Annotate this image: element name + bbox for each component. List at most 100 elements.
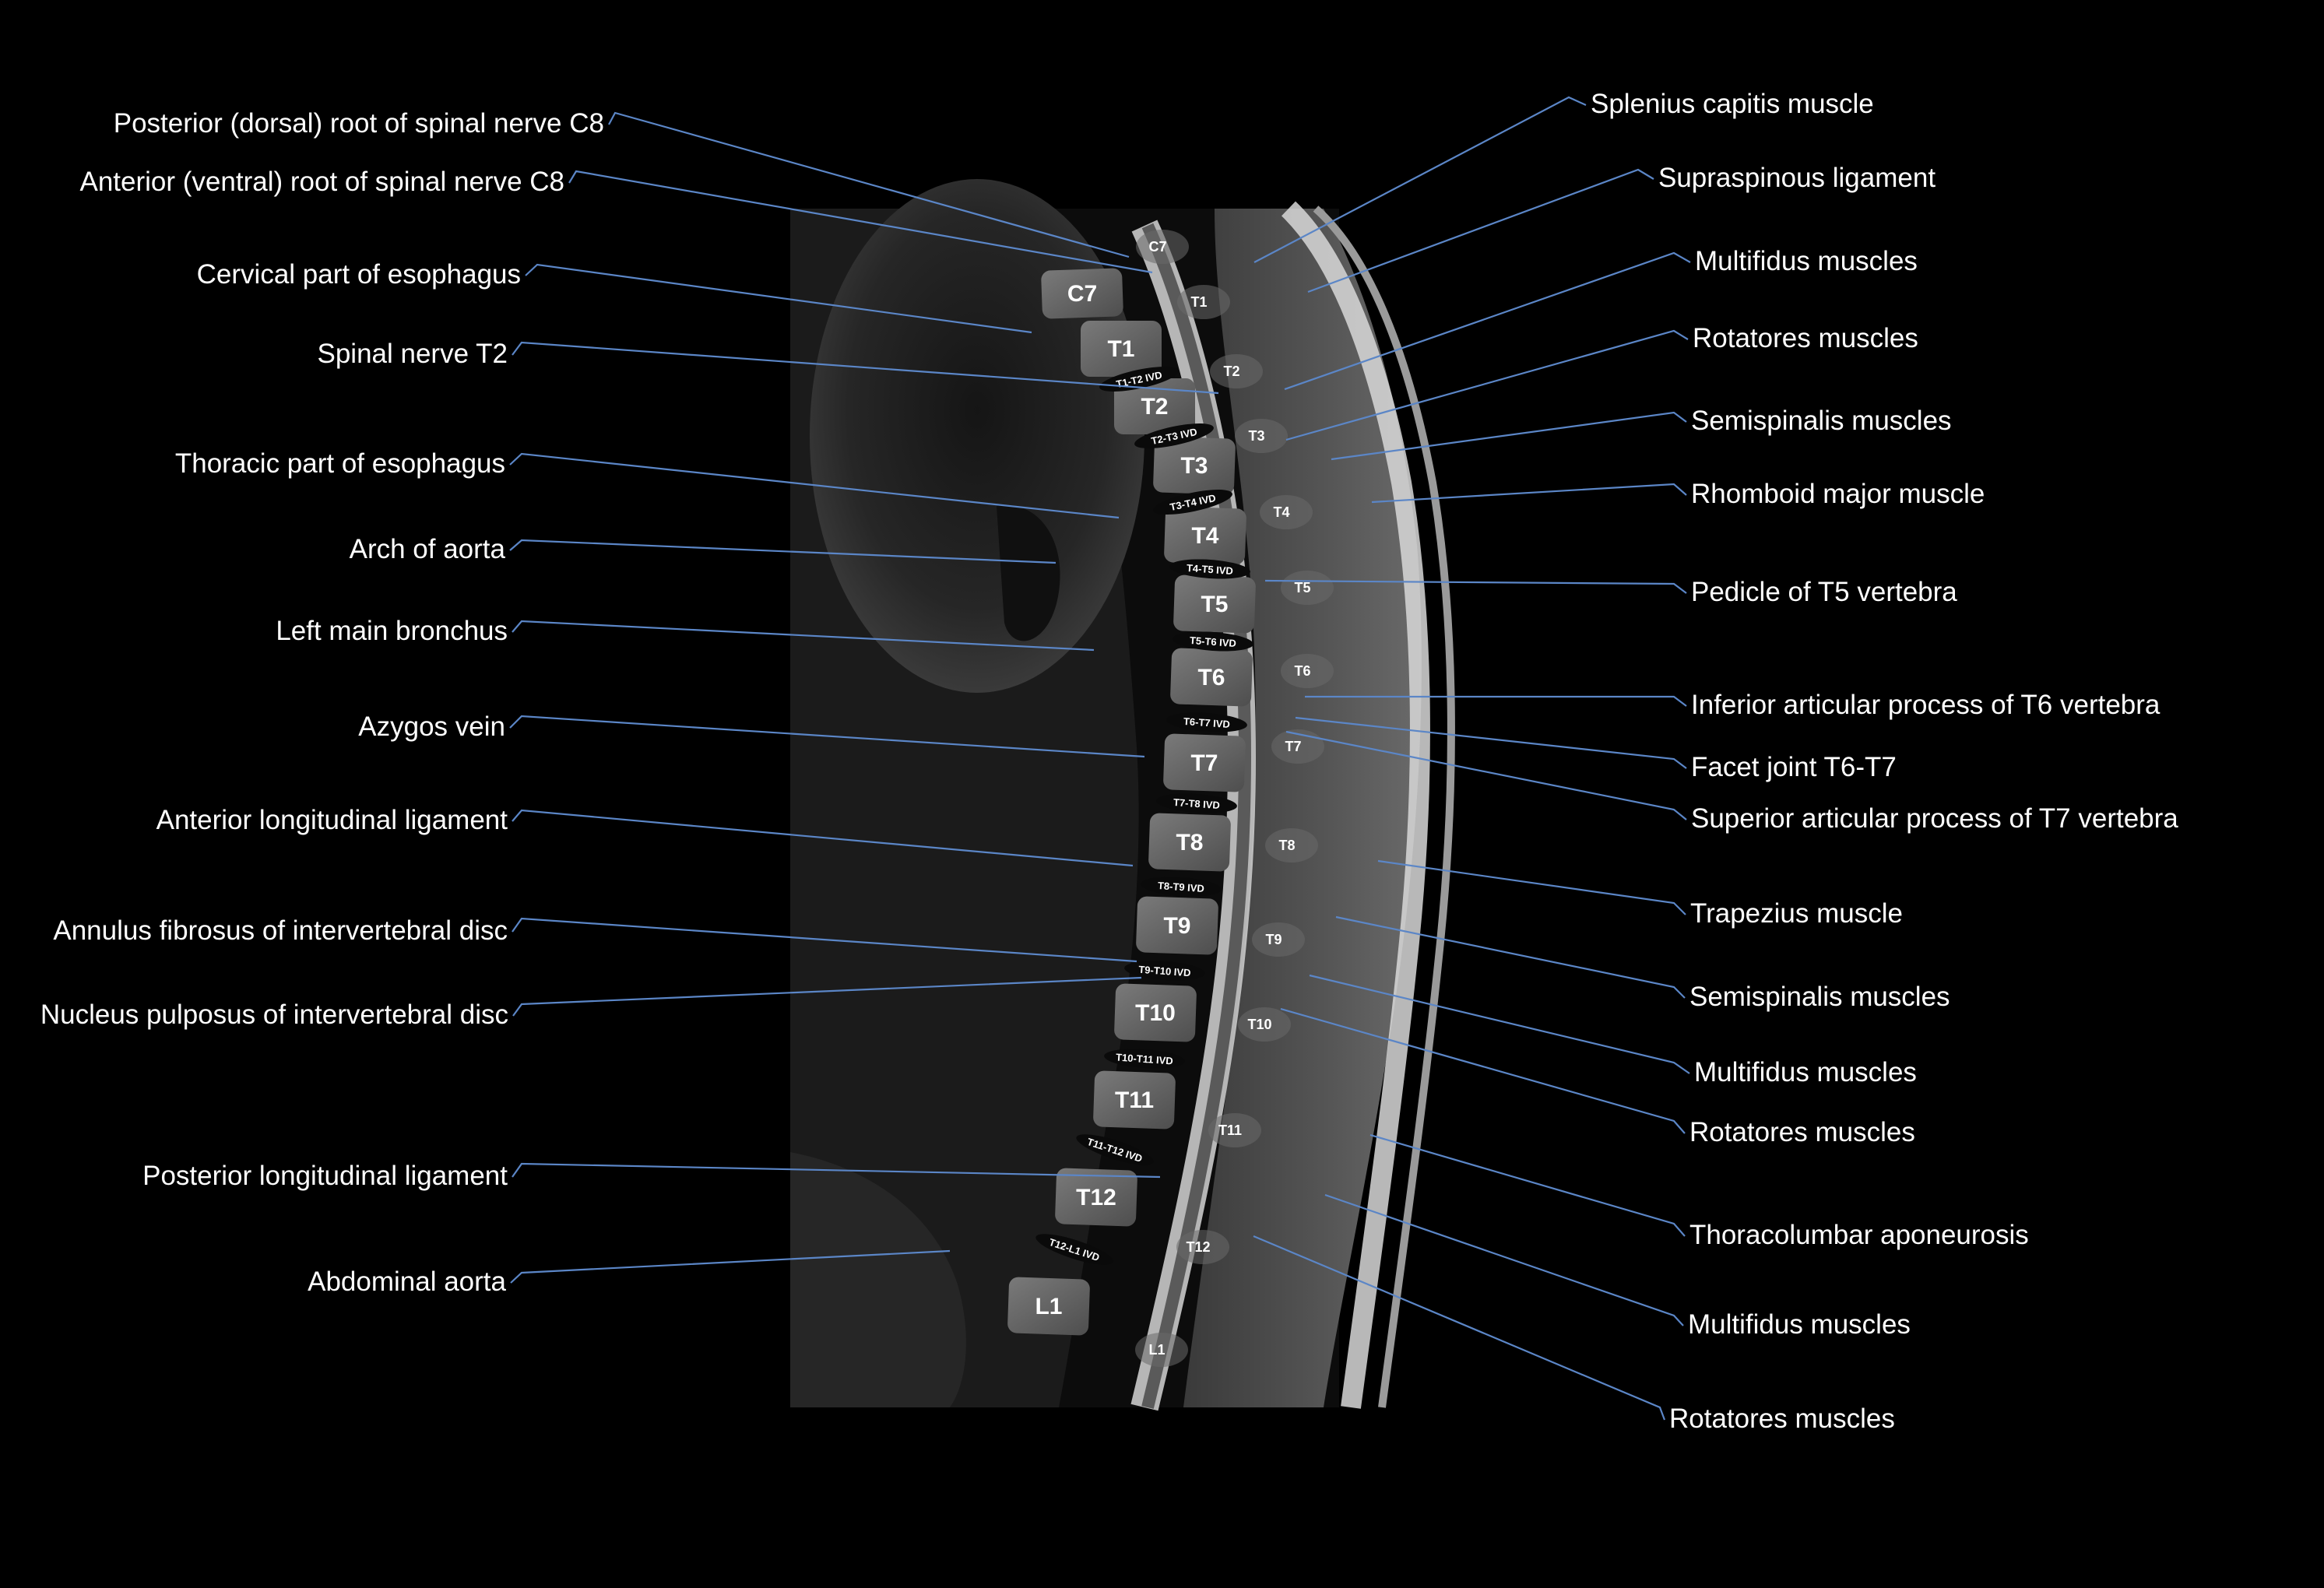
intervertebral-disc	[1153, 490, 1232, 515]
vertebral-body	[1170, 648, 1253, 707]
structure-label: Superior articular process of T7 vertebr…	[1691, 803, 2178, 834]
vertebral-body-label: T6	[1197, 665, 1225, 690]
structure-label: Rotatores muscles	[1693, 323, 1918, 353]
intervertebral-disc	[1134, 423, 1214, 448]
leader-line	[1264, 579, 1687, 594]
spinous-process	[1271, 729, 1324, 764]
spinous-process-label: T9	[1265, 932, 1282, 947]
leader-line	[509, 539, 1057, 564]
skin-line	[1313, 206, 1455, 1408]
spinal-cord	[1141, 223, 1251, 1409]
intervertebral-disc	[1156, 793, 1237, 813]
spinous-process	[1136, 230, 1189, 264]
spinous-process-label: T11	[1218, 1122, 1242, 1138]
aortic-arch-shadow	[997, 504, 1060, 641]
vertebral-body	[1114, 983, 1197, 1042]
spinous-process	[1235, 419, 1288, 453]
vertebral-body	[1148, 813, 1231, 872]
structure-label: Rotatores muscles	[1689, 1117, 1915, 1147]
vertebral-body	[1163, 733, 1246, 792]
structure-label: Left main bronchus	[276, 616, 508, 646]
vertebral-body-label: T7	[1190, 750, 1218, 776]
spinous-process	[1176, 1230, 1229, 1264]
structure-label: Multifidus muscles	[1695, 246, 1918, 276]
structure-label: Arch of aorta	[350, 534, 506, 564]
structure-label: Splenius capitis muscle	[1591, 89, 1874, 119]
structure-label: Posterior longitudinal ligament	[142, 1161, 508, 1191]
leader-line	[509, 452, 1120, 519]
leader-line	[1295, 716, 1687, 769]
vertebral-body	[1007, 1277, 1090, 1336]
vertebral-body	[1081, 321, 1162, 377]
spinous-process	[1135, 1333, 1188, 1367]
vertebral-body	[1093, 1070, 1176, 1130]
spinous-process-label: T7	[1285, 739, 1301, 754]
leader-line	[512, 976, 1142, 1017]
vertebral-body-label: T1	[1107, 336, 1134, 362]
structure-label: Semispinalis muscles	[1689, 982, 1950, 1012]
spinous-process-label: C7	[1148, 239, 1166, 255]
structure-label: Nucleus pulposus of intervertebral disc	[40, 1000, 508, 1030]
vertebral-body	[1173, 574, 1256, 634]
structure-label: Anterior (ventral) root of spinal nerve …	[80, 167, 565, 197]
structure-label: Posterior (dorsal) root of spinal nerve …	[114, 108, 604, 139]
structure-label: Spinal nerve T2	[317, 339, 508, 369]
leader-line	[1309, 974, 1690, 1074]
leader-line	[1335, 915, 1686, 999]
spinous-process	[1177, 285, 1230, 319]
left-label-column: Posterior (dorsal) root of spinal nerve …	[40, 108, 604, 1297]
vertebral-body-label: T9	[1163, 913, 1190, 939]
disc-label: T8-T9 IVD	[1158, 880, 1205, 894]
structure-label: Annulus fibrosus of intervertebral disc	[53, 915, 508, 946]
abdominal-region	[790, 1152, 966, 1407]
leader-line	[608, 111, 1130, 258]
disc-label: T9-T10 IVD	[1138, 964, 1191, 979]
leader-line	[512, 917, 1137, 963]
vertebral-body-label: T8	[1176, 830, 1203, 855]
spinous-process	[1265, 828, 1318, 863]
spinous-process	[1252, 922, 1305, 957]
spinous-process-label: T12	[1186, 1239, 1210, 1255]
structure-label: Cervical part of esophagus	[197, 259, 521, 290]
structure-label: Facet joint T6-T7	[1691, 752, 1897, 782]
spinous-process-label: L1	[1148, 1342, 1165, 1358]
leader-lines	[509, 96, 1691, 1421]
spinous-process-label: T1	[1190, 294, 1207, 310]
vertebral-body-label: T3	[1180, 453, 1208, 479]
vertebral-body-label: T11	[1115, 1087, 1154, 1113]
spinous-process-label: T10	[1247, 1017, 1271, 1032]
intervertebral-disc	[1076, 1134, 1154, 1165]
leader-line	[512, 1162, 1161, 1179]
spinous-process	[1260, 495, 1313, 529]
leader-line	[525, 263, 1032, 334]
intervertebral-disc	[1166, 712, 1247, 733]
disc-label: T7-T8 IVD	[1173, 796, 1221, 811]
spinous-process	[1281, 571, 1334, 605]
structure-label: Inferior articular process of T6 vertebr…	[1691, 690, 2161, 720]
structure-label: Rhomboid major muscle	[1691, 479, 1985, 509]
structure-label: Anterior longitudinal ligament	[156, 805, 508, 835]
leader-line	[1324, 1193, 1684, 1326]
leader-line	[1307, 168, 1654, 293]
leader-line	[1284, 251, 1691, 391]
structure-label: Pedicle of T5 vertebra	[1691, 577, 1957, 607]
spinous-process	[1210, 354, 1263, 388]
vertebral-body	[1055, 1168, 1137, 1227]
intervertebral-disc	[1173, 631, 1253, 652]
leader-line	[1331, 411, 1687, 461]
spinous-process-label: T8	[1278, 838, 1295, 853]
intervertebral-disc	[1035, 1234, 1113, 1265]
spinous-process-label: T2	[1223, 364, 1239, 379]
spinous-process	[1208, 1113, 1261, 1147]
disc-label: T10-T11 IVD	[1116, 1051, 1174, 1066]
vertebral-body	[1164, 506, 1246, 565]
intervertebral-disc	[1104, 1049, 1185, 1069]
spinous-process	[1238, 1007, 1291, 1042]
vertebral-body-label: T5	[1201, 592, 1228, 617]
spinous-process-label: T3	[1248, 428, 1264, 444]
vertebral-body-label: T4	[1191, 523, 1218, 549]
subcutaneous-fat	[1281, 201, 1430, 1409]
